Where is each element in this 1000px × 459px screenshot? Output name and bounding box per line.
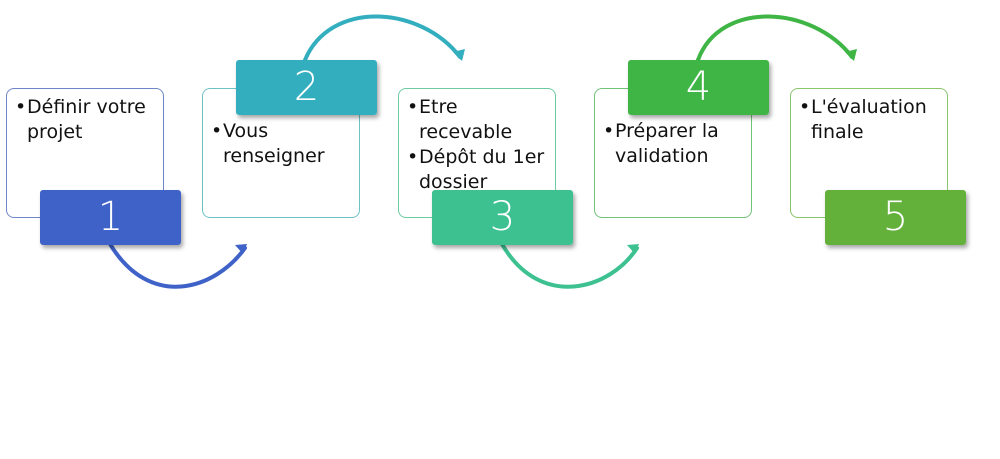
step-3-bullet-2: Dépôt du 1er dossier bbox=[407, 145, 547, 195]
step-1-bullet-1: Définir votre projet bbox=[15, 95, 155, 145]
arrow-4-to-5-head bbox=[845, 49, 857, 61]
arrow-2-to-3 bbox=[303, 14, 462, 62]
arrow-1-to-2-head bbox=[235, 244, 247, 254]
step-4-bullet-1: Préparer la validation bbox=[603, 119, 743, 169]
step-1-number-badge: 1 bbox=[40, 190, 181, 245]
step-3-number-badge: 3 bbox=[432, 190, 573, 245]
arrow-2-to-3-head bbox=[453, 49, 465, 61]
step-4-number-badge: 4 bbox=[628, 60, 769, 115]
step-5-bullet-1: L'évaluation finale bbox=[799, 95, 939, 145]
arrow-1-to-2 bbox=[108, 242, 247, 289]
arrow-4-to-5 bbox=[696, 14, 854, 62]
step-5-number-badge: 5 bbox=[825, 190, 966, 245]
arrow-3-to-4 bbox=[500, 242, 639, 289]
step-2-bullet-1: Vous renseigner bbox=[211, 119, 351, 169]
arrow-3-to-4-head bbox=[627, 244, 639, 254]
step-2-number-badge: 2 bbox=[236, 60, 377, 115]
step-3-bullet-1: Etre recevable bbox=[407, 95, 547, 145]
